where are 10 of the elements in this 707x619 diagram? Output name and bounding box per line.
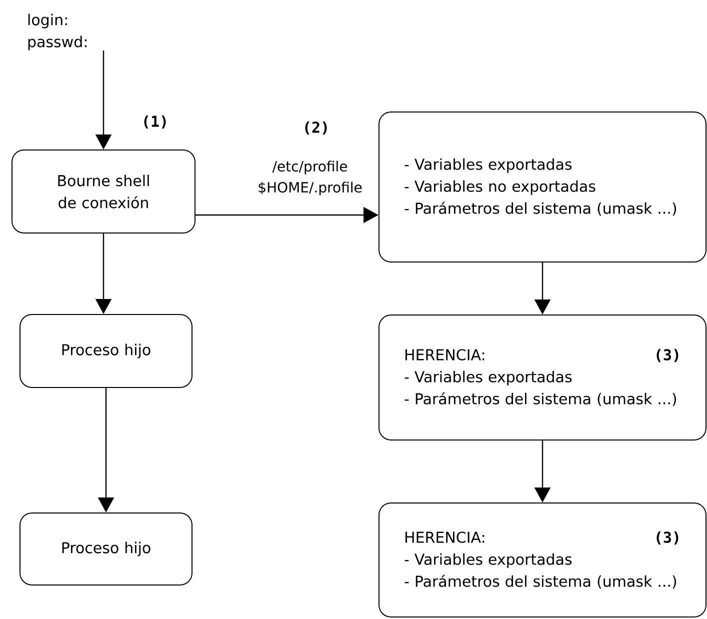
info-box: - Variables exportadas - Variables no exportadas - Parámetros del sistema (umask ...) xyxy=(378,112,706,262)
info-box: HERENCIA: (3) - Variables exportadas - Parámetros del sistema (umask ...) xyxy=(378,314,706,440)
process-box: Bourne shell de conexión xyxy=(12,150,196,234)
info-box: HERENCIA: (3) - Variables exportadas - Parámetros del sistema (umask ...) xyxy=(378,502,706,618)
login-prompt-text: login: passwd: xyxy=(28,14,86,50)
step-number: (2) xyxy=(305,121,327,135)
process-box: Proceso hijo xyxy=(20,314,192,388)
process-box: Proceso hijo xyxy=(20,512,192,586)
edge-label: /etc/profile $HOME/.profile xyxy=(258,160,362,196)
step-number: (1) xyxy=(144,115,166,129)
